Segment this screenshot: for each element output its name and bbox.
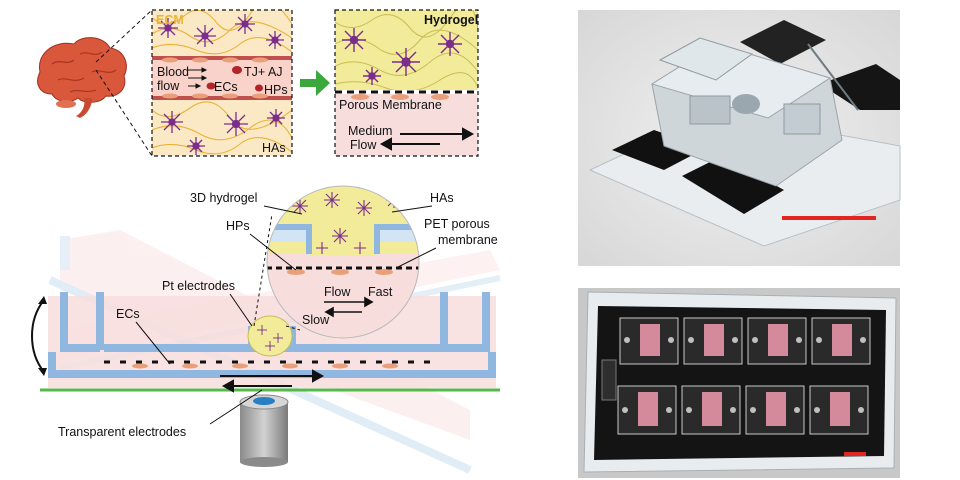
scale-bar-bottom bbox=[844, 452, 866, 456]
objective-lens bbox=[239, 394, 289, 467]
hydrogel-label: Hydrogel bbox=[424, 13, 478, 27]
ecm-label: ECM bbox=[156, 13, 184, 27]
medium-flow-arrow bbox=[379, 127, 475, 151]
pt-electrodes-label: Pt electrodes bbox=[162, 279, 235, 293]
transparent-electrodes-label: Transparent electrodes bbox=[58, 425, 186, 439]
hydrogel3d-label: 3D hydrogel bbox=[190, 191, 257, 205]
medium-label-2: Flow bbox=[350, 138, 377, 152]
zoom-circle bbox=[266, 185, 420, 339]
pet-label-2: membrane bbox=[438, 233, 498, 247]
hps-label: HPs bbox=[264, 83, 288, 97]
blood-flow-label-1: Blood bbox=[157, 65, 189, 79]
astrocyte-cluster-bottom bbox=[161, 109, 285, 155]
medium-label-1: Medium bbox=[348, 124, 392, 138]
ecs-label-bottom: ECs bbox=[116, 307, 140, 321]
porous-membrane-label: Porous Membrane bbox=[339, 98, 442, 112]
chip-flow-arrows bbox=[220, 369, 325, 393]
ec-cells bbox=[162, 57, 268, 99]
slow-label: Slow bbox=[302, 313, 330, 327]
green-arrow bbox=[300, 70, 330, 96]
flow-label: Flow bbox=[324, 285, 351, 299]
chip-array-grid bbox=[601, 317, 871, 435]
hps-label-bottom: HPs bbox=[226, 219, 250, 233]
fast-label: Fast bbox=[368, 285, 393, 299]
pet-label-1: PET porous bbox=[424, 217, 490, 231]
astrocyte-cluster-top bbox=[158, 14, 284, 49]
blood-flow-arrows bbox=[188, 67, 208, 89]
rocking-chip-diagram: 3D hydrogel HAs HPs PET porous membrane … bbox=[31, 185, 501, 474]
zoom-lines bbox=[95, 9, 153, 157]
has-label: HAs bbox=[262, 141, 286, 155]
tj-aj-label: TJ+ AJ bbox=[244, 65, 283, 79]
scale-bar-top bbox=[782, 216, 876, 220]
ecs-label: ECs bbox=[214, 80, 238, 94]
red-blood-cells bbox=[206, 66, 263, 92]
photo-chip-array bbox=[578, 288, 900, 478]
blood-flow-label-2: flow bbox=[157, 79, 180, 93]
brain-illustration bbox=[37, 37, 127, 118]
panel-brain-cross-section: ECM Blood flow TJ+ AJ ECs HPs HAs bbox=[151, 9, 293, 157]
photo-single-chip bbox=[578, 10, 901, 266]
has-label-bottom: HAs bbox=[430, 191, 454, 205]
rocking-arrow bbox=[31, 299, 45, 373]
panel-chip-model: Hydrogel Porous Membrane Medium Flow bbox=[334, 9, 479, 157]
